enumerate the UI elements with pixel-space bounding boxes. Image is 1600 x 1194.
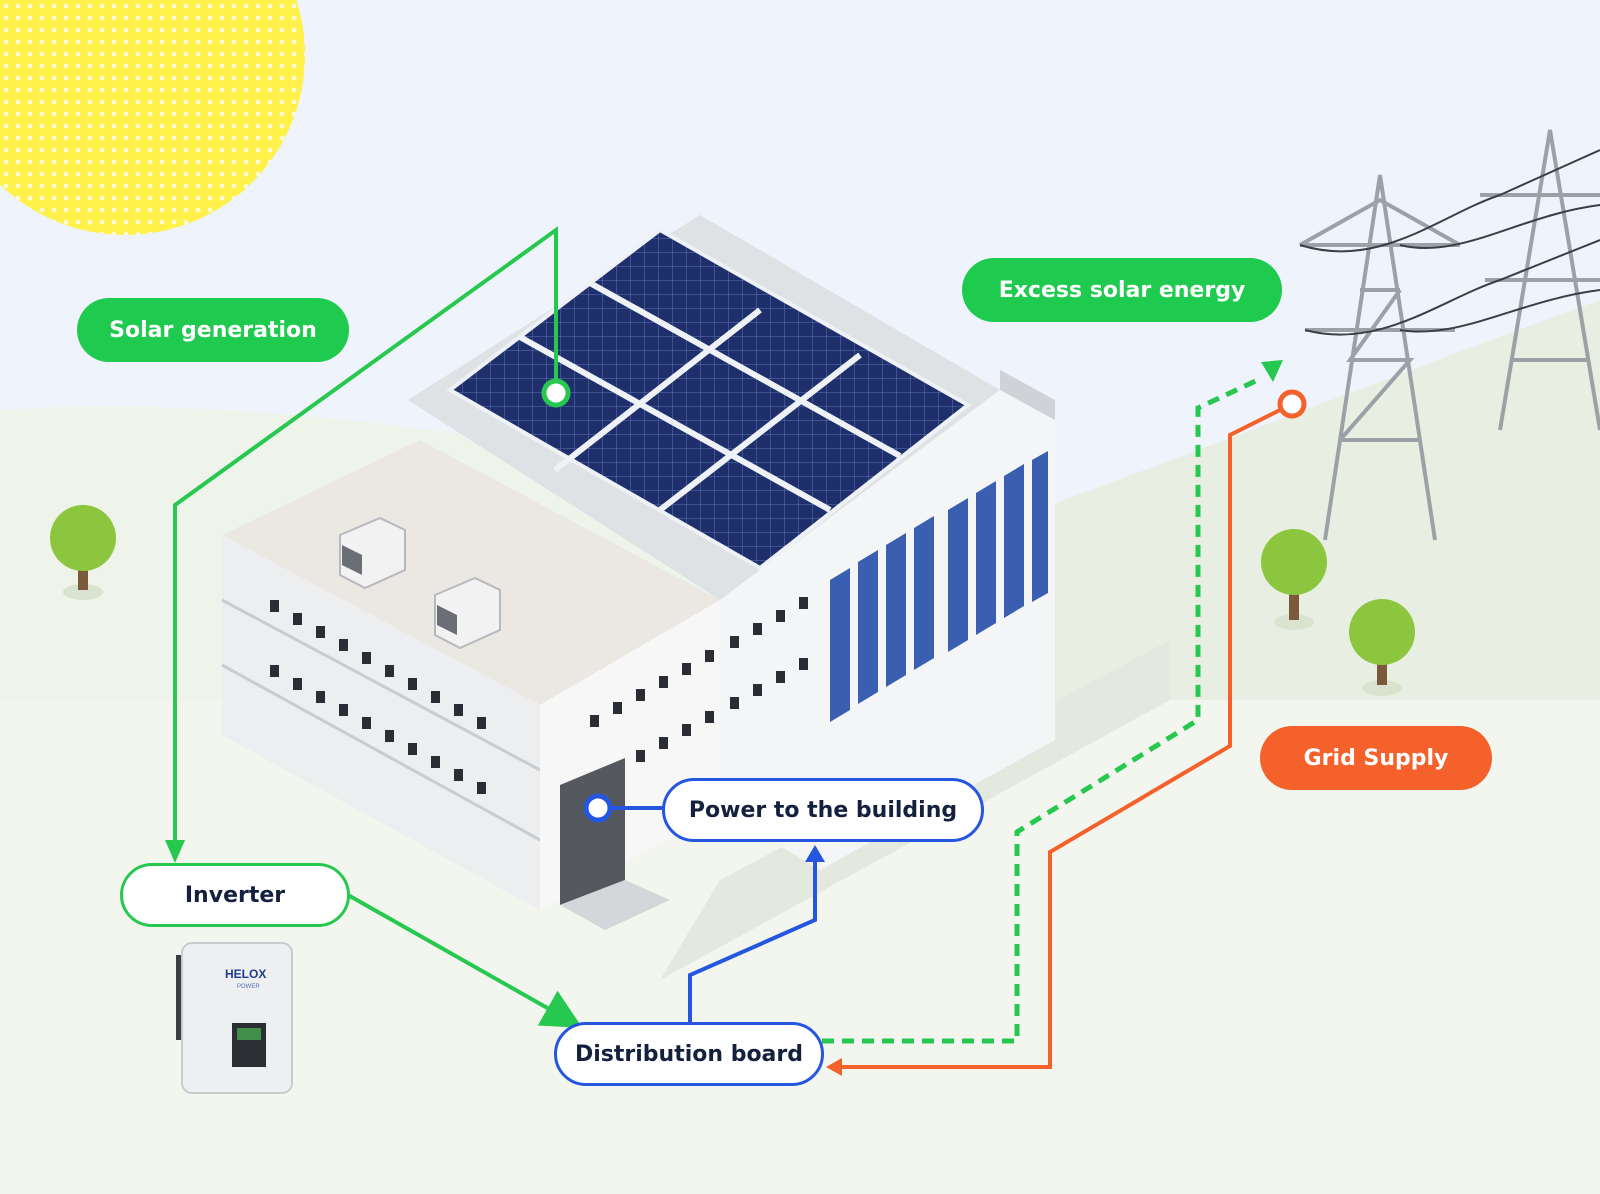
power-lines bbox=[1299, 149, 1600, 336]
inverter-sub-brand: POWER bbox=[237, 984, 260, 990]
building-node-icon bbox=[583, 793, 613, 823]
excess-arrow-icon bbox=[1261, 360, 1283, 382]
tree-icon bbox=[50, 505, 116, 600]
excess-solar-energy-label: Excess solar energy bbox=[962, 258, 1282, 322]
tree-icon bbox=[1261, 529, 1327, 630]
grid-arrow-icon bbox=[826, 1058, 842, 1076]
inverter-brand: HELOX bbox=[225, 967, 266, 981]
grid-supply-label: Grid Supply bbox=[1260, 726, 1492, 790]
loading-door bbox=[560, 758, 625, 905]
distribution-board-label: Distribution board bbox=[554, 1022, 824, 1086]
transmission-tower-icon bbox=[1299, 129, 1600, 541]
ac-unit-icon bbox=[339, 516, 406, 590]
power-to-building-label: Power to the building bbox=[662, 778, 984, 842]
solar-generation-label: Solar generation bbox=[77, 298, 349, 362]
ground-hill-right bbox=[900, 300, 1600, 709]
tree-icon bbox=[1349, 599, 1415, 696]
grid-source-node-icon bbox=[1277, 389, 1307, 419]
solar-source-node-icon bbox=[541, 378, 571, 408]
inverter-to-board-line bbox=[347, 893, 583, 1028]
sun-icon bbox=[0, 0, 305, 235]
inverter-device-icon: HELOX POWER bbox=[176, 942, 293, 1094]
board-to-building-line bbox=[688, 860, 817, 1022]
solar-panels-icon bbox=[446, 227, 972, 571]
excess-solar-flow-line bbox=[822, 375, 1264, 1044]
building-arrow-icon bbox=[805, 845, 825, 862]
inverter-label: Inverter bbox=[120, 863, 350, 927]
solar-flow-line bbox=[164, 226, 558, 863]
ac-unit-icon bbox=[434, 576, 501, 650]
grid-supply-flow-line bbox=[842, 403, 1291, 1069]
